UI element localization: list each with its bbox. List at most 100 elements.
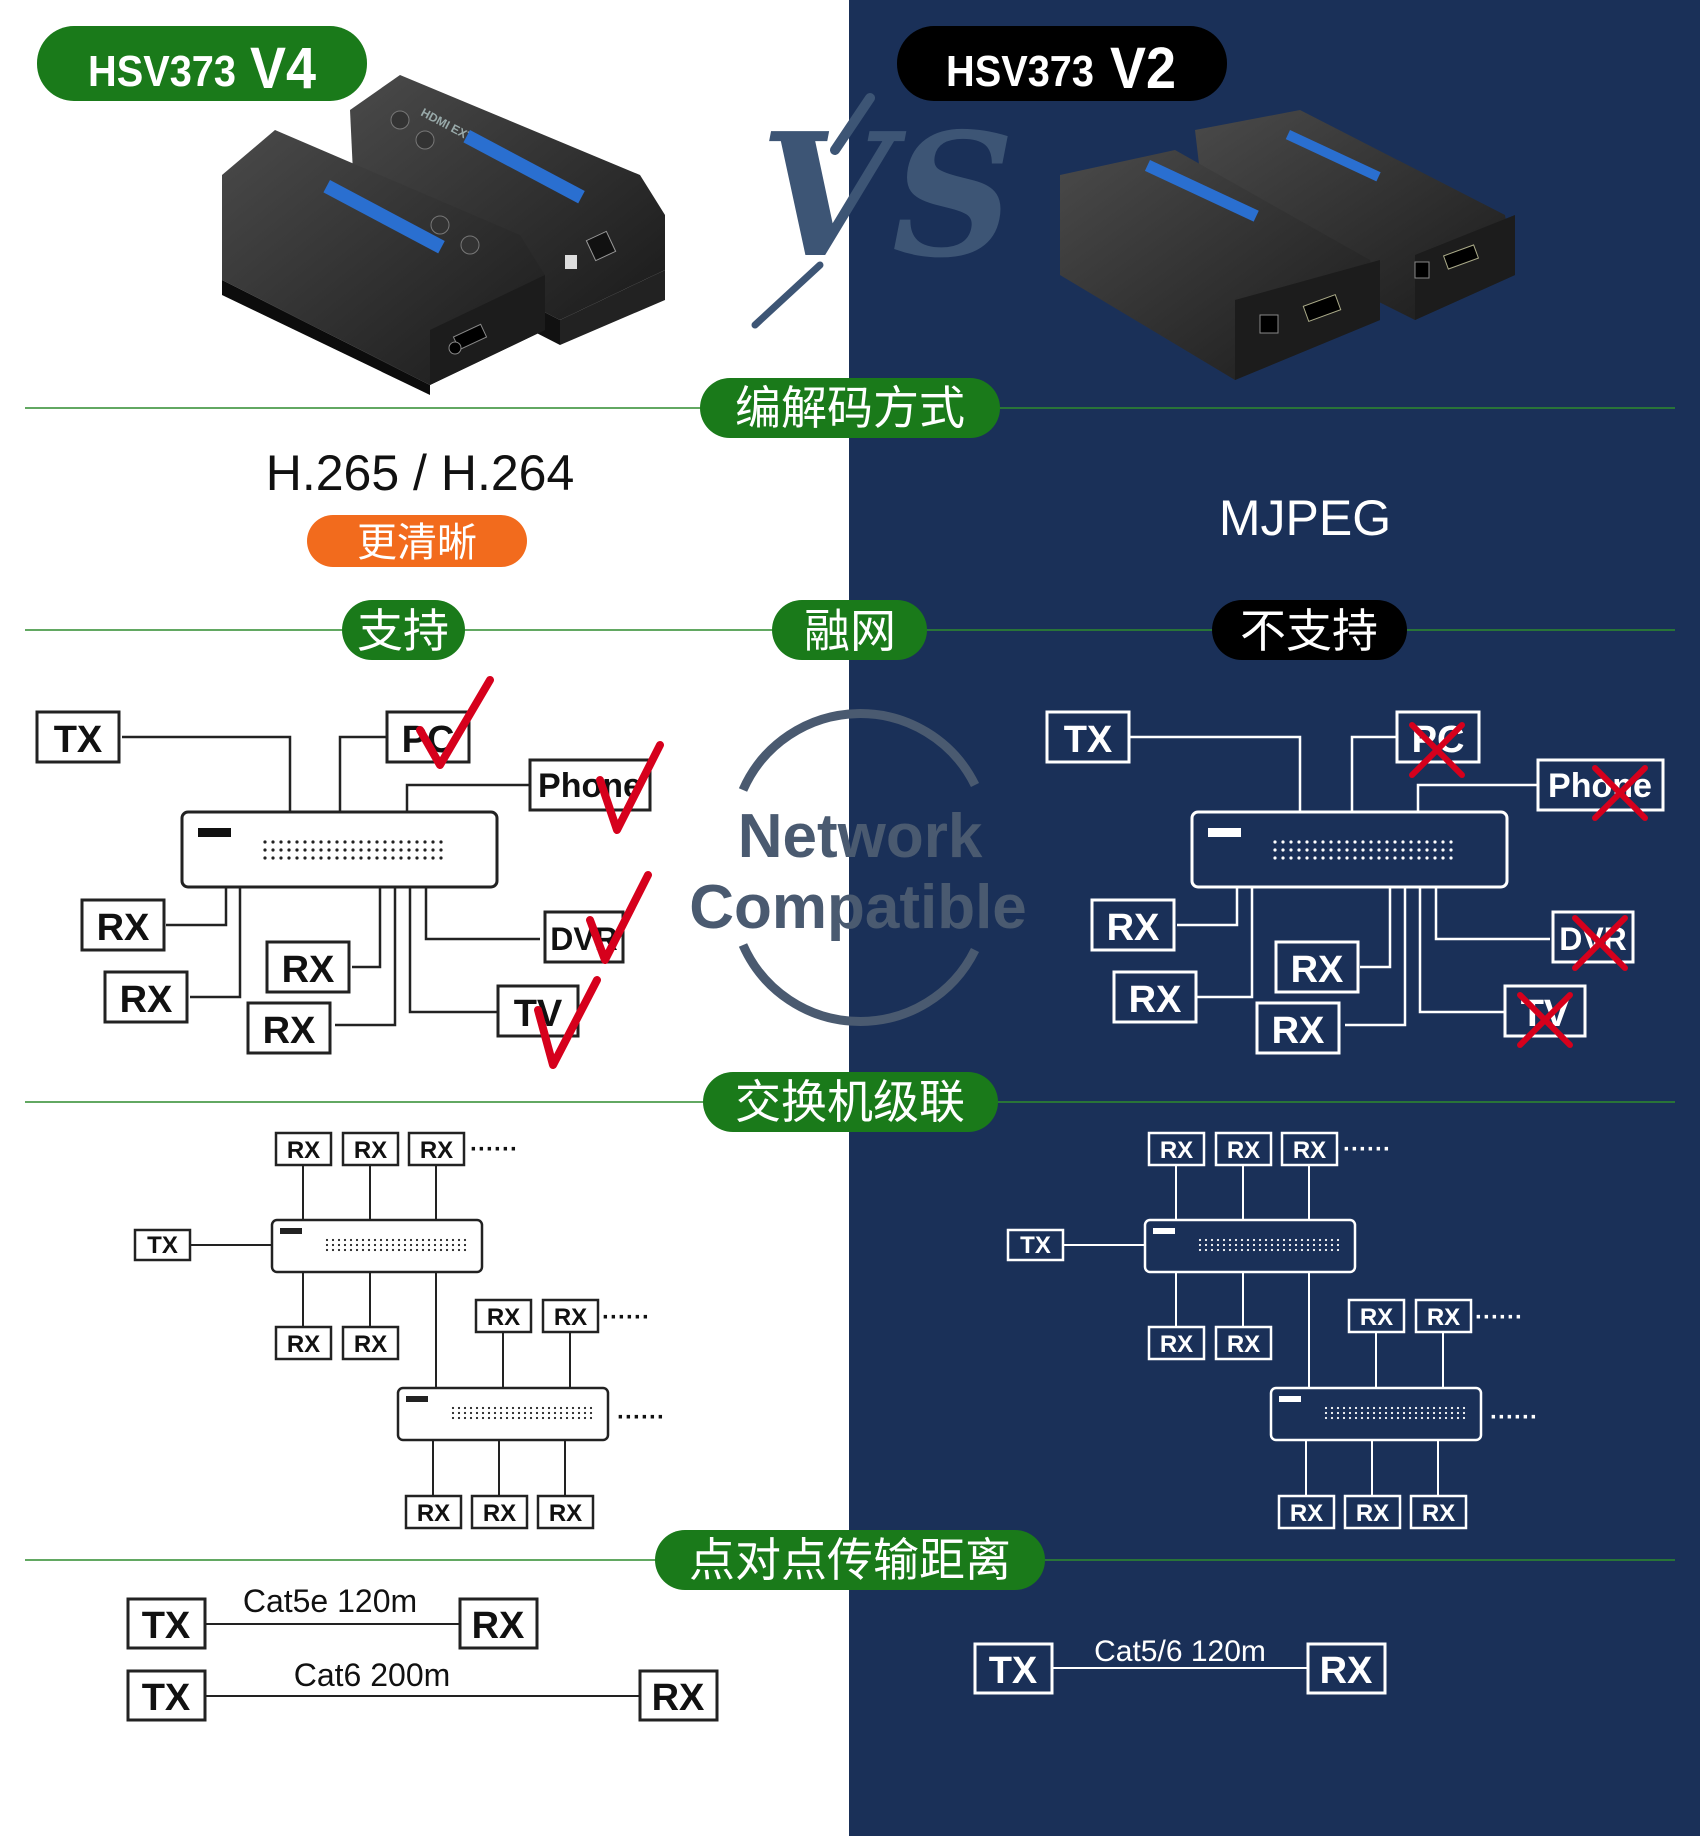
- svg-text:RX: RX: [1160, 1137, 1193, 1164]
- port-dot: [505, 1416, 509, 1420]
- port-dot: [1313, 840, 1317, 844]
- svg-text:TX: TX: [989, 1650, 1038, 1692]
- port-dot: [1385, 856, 1389, 860]
- port-dot: [481, 1411, 485, 1415]
- port-dot: [1390, 1416, 1394, 1420]
- port-dot: [1313, 856, 1317, 860]
- divider-cascade: 交换机级联: [25, 1072, 1675, 1132]
- svg-text:RX: RX: [1160, 1331, 1193, 1358]
- port-dot: [1270, 1248, 1274, 1252]
- port-dot: [1361, 848, 1365, 852]
- port-dot: [407, 848, 411, 852]
- port-dot: [287, 848, 291, 852]
- port-dot: [1372, 1406, 1376, 1410]
- rx-box: RX: [470, 1494, 529, 1530]
- port-dot: [1198, 1248, 1202, 1252]
- port-dot: [1337, 840, 1341, 844]
- port-dot: [1300, 1238, 1304, 1242]
- port-dot: [1456, 1406, 1460, 1410]
- port-dot: [523, 1416, 527, 1420]
- port-dot: [431, 848, 435, 852]
- port-dot: [423, 840, 427, 844]
- port-dot: [433, 1243, 437, 1247]
- port-dot: [1401, 848, 1405, 852]
- port-dot: [385, 1243, 389, 1247]
- port-dot: [535, 1411, 539, 1415]
- right-rx-box-3: RX: [1274, 940, 1360, 994]
- port-dot: [1300, 1248, 1304, 1252]
- port-dot: [327, 856, 331, 860]
- port-dot: [1402, 1416, 1406, 1420]
- port-dot: [541, 1411, 545, 1415]
- ellipsis-text: ······: [470, 1136, 518, 1163]
- port-dot: [311, 848, 315, 852]
- port-dot: [1425, 848, 1429, 852]
- port-dot: [505, 1406, 509, 1410]
- port-dot: [1377, 840, 1381, 844]
- port-dot: [1369, 840, 1373, 844]
- port-dot: [475, 1406, 479, 1410]
- port-dot: [1417, 840, 1421, 844]
- port-dot: [1210, 1243, 1214, 1247]
- port-dot: [565, 1406, 569, 1410]
- port-dot: [451, 1416, 455, 1420]
- svg-text:Cat6 200m: Cat6 200m: [294, 1657, 451, 1693]
- port-dot: [1401, 840, 1405, 844]
- port-dot: [325, 1243, 329, 1247]
- port-dot: [1288, 1243, 1292, 1247]
- port-dot: [475, 1416, 479, 1420]
- port-dot: [337, 1243, 341, 1247]
- port-dot: [1450, 1406, 1454, 1410]
- port-dot: [1414, 1411, 1418, 1415]
- port-dot: [351, 840, 355, 844]
- port-dot: [1329, 848, 1333, 852]
- port-dot: [335, 840, 339, 844]
- check-icon-dvr: [586, 871, 652, 964]
- port-dot: [1432, 1406, 1436, 1410]
- port-dot: [355, 1238, 359, 1242]
- port-dot: [415, 840, 419, 844]
- svg-text:RX: RX: [1356, 1500, 1389, 1527]
- port-dot: [355, 1248, 359, 1252]
- switch-ports: [451, 1406, 593, 1420]
- left-rx-box-2: RX: [103, 970, 189, 1024]
- port-dot: [1377, 848, 1381, 852]
- port-dot: [457, 1416, 461, 1420]
- port-dot: [1417, 856, 1421, 860]
- port-dot: [367, 856, 371, 860]
- port-dot: [1204, 1238, 1208, 1242]
- port-dot: [311, 840, 315, 844]
- port-dot: [367, 1243, 371, 1247]
- port-dot: [1240, 1243, 1244, 1247]
- port-dot: [337, 1248, 341, 1252]
- port-dot: [421, 1243, 425, 1247]
- svg-text:RX: RX: [483, 1500, 516, 1527]
- port-dot: [493, 1416, 497, 1420]
- port-dot: [303, 840, 307, 844]
- port-dot: [355, 1243, 359, 1247]
- port-dot: [499, 1411, 503, 1415]
- port-dot: [1305, 856, 1309, 860]
- port-dot: [1449, 856, 1453, 860]
- port-dot: [1258, 1243, 1262, 1247]
- port-dot: [463, 1416, 467, 1420]
- port-dot: [1408, 1411, 1412, 1415]
- port-dot: [1385, 848, 1389, 852]
- right-rx-box-1: RX: [1090, 898, 1176, 952]
- right-tv-box: TV: [1503, 984, 1587, 1038]
- port-dot: [583, 1406, 587, 1410]
- left-phone-box: Phone: [528, 758, 652, 812]
- svg-text:RX: RX: [1129, 979, 1182, 1021]
- port-dot: [553, 1411, 557, 1415]
- port-dot: [1330, 1416, 1334, 1420]
- port-dot: [1222, 1243, 1226, 1247]
- port-dot: [565, 1411, 569, 1415]
- port-dot: [1432, 1411, 1436, 1415]
- svg-text:RX: RX: [282, 949, 335, 991]
- port-dot: [1294, 1248, 1298, 1252]
- svg-text:TX: TX: [54, 719, 103, 761]
- port-dot: [1441, 840, 1445, 844]
- port-dot: [1366, 1411, 1370, 1415]
- port-dot: [407, 856, 411, 860]
- port-dot: [1273, 856, 1277, 860]
